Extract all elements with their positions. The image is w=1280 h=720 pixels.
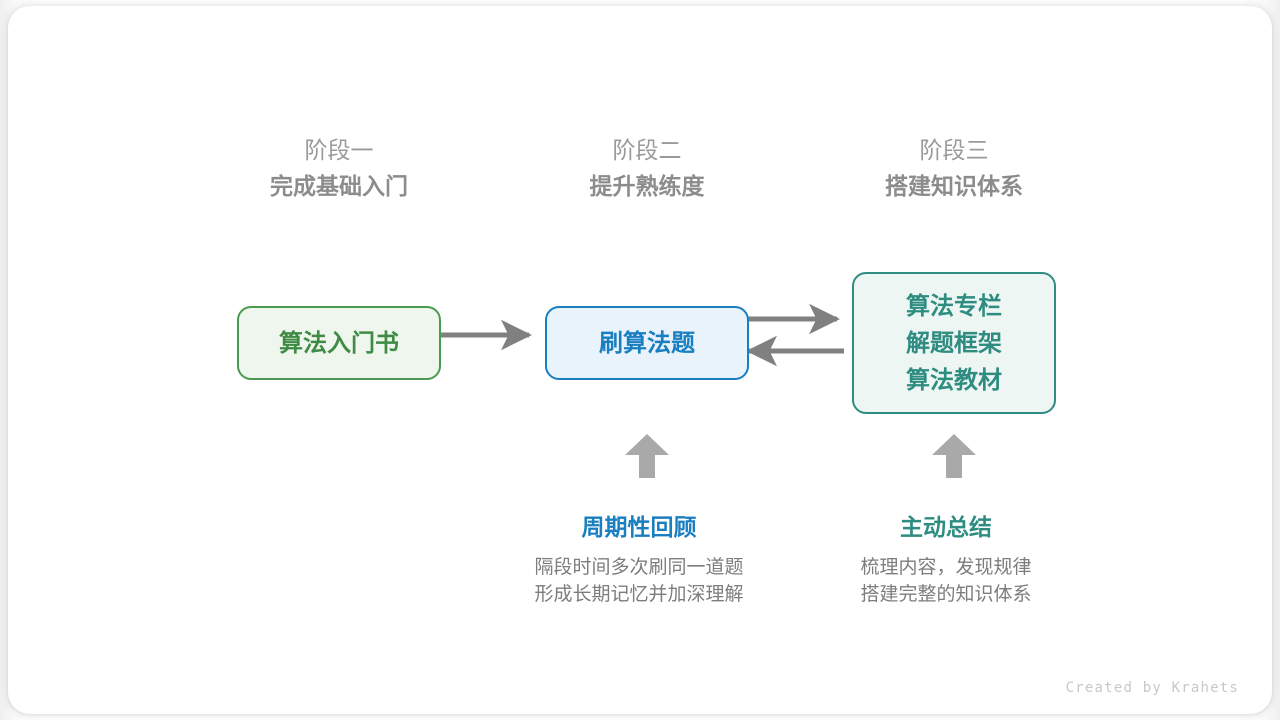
stage-1-title: 完成基础入门 [270, 173, 408, 199]
arrow-up-review [625, 434, 669, 478]
annotation-summary-desc-line-1: 梳理内容，发现规律 [860, 557, 1032, 578]
stage-3-kicker: 阶段三 [919, 137, 989, 163]
annotation-summary: 主动总结 梳理内容，发现规律 搭建完整的知识体系 [796, 510, 1096, 608]
node-knowledge-line-3: 算法教材 [906, 366, 1002, 394]
annotation-summary-desc-line-2: 搭建完整的知识体系 [860, 584, 1032, 605]
stage-2-kicker: 阶段二 [612, 137, 682, 163]
stage-3-title: 搭建知识体系 [885, 173, 1023, 199]
node-practice-line-1: 刷算法题 [599, 329, 695, 357]
annotation-review-title: 周期性回顾 [581, 514, 697, 540]
node-knowledge[interactable]: 算法专栏 解题框架 算法教材 [852, 272, 1056, 414]
stage-header-3: 阶段三 搭建知识体系 [824, 133, 1084, 205]
arrow-up-summary [932, 434, 976, 478]
node-intro-book-line-1: 算法入门书 [279, 329, 399, 357]
node-knowledge-line-2: 解题框架 [906, 329, 1002, 357]
stage-1-kicker: 阶段一 [304, 137, 374, 163]
stage-header-1: 阶段一 完成基础入门 [209, 133, 469, 205]
stage-2-title: 提升熟练度 [589, 173, 705, 199]
annotation-review-desc-line-1: 隔段时间多次刷同一道题 [534, 557, 744, 578]
stage-header-2: 阶段二 提升熟练度 [517, 133, 777, 205]
node-knowledge-line-1: 算法专栏 [906, 292, 1002, 320]
diagram-card: 阶段一 完成基础入门 阶段二 提升熟练度 阶段三 搭建知识体系 [8, 6, 1272, 714]
annotation-summary-title: 主动总结 [900, 514, 992, 540]
annotation-review-desc-line-2: 形成长期记忆并加深理解 [534, 584, 744, 605]
credit-text: Created by Krahets [1065, 680, 1239, 696]
node-intro-book[interactable]: 算法入门书 [237, 306, 441, 380]
node-practice[interactable]: 刷算法题 [545, 306, 749, 380]
annotation-review: 周期性回顾 隔段时间多次刷同一道题 形成长期记忆并加深理解 [489, 510, 789, 608]
